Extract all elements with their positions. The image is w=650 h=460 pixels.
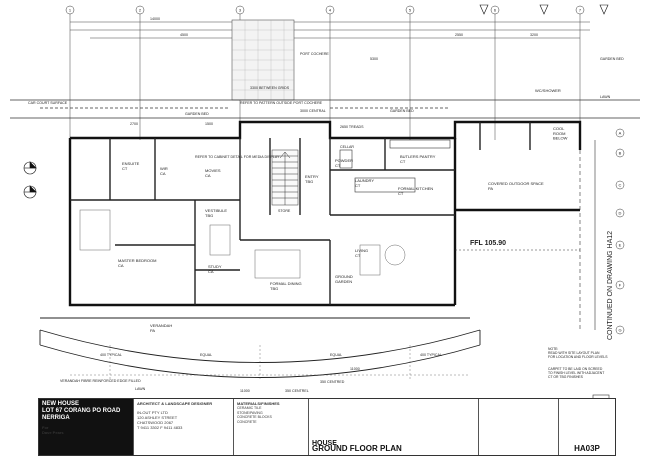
dim-400-typical-right: 400 TYPICAL xyxy=(420,353,442,357)
grid-letter: D xyxy=(619,211,622,216)
dim-350-centred: 350 CENTRED xyxy=(320,380,345,384)
drawing-title: GROUND FLOOR PLAN xyxy=(312,444,402,453)
grid-number: 7 xyxy=(579,8,582,13)
drawing-number: HA03P xyxy=(574,444,600,453)
room-cellar: CELLAR xyxy=(340,145,354,149)
designer-heading: ARCHITECT & LANDSCAPE DESIGNER xyxy=(137,401,213,406)
title-block: NEW HOUSE LOT 67 CORANG PO ROAD NERRIGA … xyxy=(38,398,616,456)
grid-number: 6 xyxy=(494,8,497,13)
dim-1500: 1500 xyxy=(205,122,213,126)
project-line-3: NERRIGA xyxy=(42,415,70,421)
note-refer-pattern: REFER TO PATTERN OUTSIDE PORT COCHERE xyxy=(240,101,323,105)
dim-3000-central: 3000 CENTRAL xyxy=(300,109,326,113)
legend-title: MATERIALS/FINISHES xyxy=(237,401,280,406)
project-line-2: LOT 67 CORANG PO ROAD xyxy=(42,408,121,414)
dim-2700: 2700 xyxy=(130,122,138,126)
grid-letter: G xyxy=(618,328,621,333)
dim-11000: 11000 xyxy=(240,389,250,393)
room-garden-bed-right: GARDEN BED xyxy=(600,57,624,61)
client-label: For xyxy=(42,425,49,430)
note-port-cochere: PORT COCHERE xyxy=(300,52,329,56)
note-treads: 2650 TREADS xyxy=(340,125,364,129)
continued-note: CONTINUED ON DRAWING HA12 xyxy=(607,231,614,340)
dim-11000-bottom: 11000 xyxy=(350,367,360,371)
grid-letter: F xyxy=(619,283,622,288)
note-media-cabinet: REFER TO CABINET DETAIL FOR MEDIA DISPLA… xyxy=(195,155,280,159)
designer-panel: ARCHITECT & LANDSCAPE DESIGNER IN-OUT PT… xyxy=(134,399,234,455)
room-garden-bed-left: GARDEN BED xyxy=(185,112,209,116)
note-verandah-edge: VERANDAH FIBRE REINFORCED EDGE FILLED xyxy=(60,379,141,383)
client-name: Dave Pears xyxy=(42,430,64,435)
dim-5300: 5300 xyxy=(370,57,378,61)
grid-number: 4 xyxy=(329,8,332,13)
grid-letter: A xyxy=(619,131,622,136)
grid-letter: C xyxy=(619,183,622,188)
stair xyxy=(271,149,299,206)
drawing-label: HOUSE xyxy=(312,440,337,447)
legend-item: CERAMIC TILE xyxy=(237,406,262,410)
legend-panel: MATERIALS/FINISHES CERAMIC TILE STONE/PA… xyxy=(234,399,309,455)
designer-name: IN-OUT PTY LTD xyxy=(137,410,168,415)
drawing-title-panel: HOUSE GROUND FLOOR PLAN xyxy=(309,399,479,455)
grid-number: 2 xyxy=(139,8,142,13)
legend-item: STONE/PAVING xyxy=(237,410,263,415)
room-lawn-bottom: LAWN xyxy=(135,387,146,391)
dim-4500: 4500 xyxy=(180,33,188,37)
port-cochere-paving xyxy=(231,19,295,101)
dim-equal-2: EQUAL xyxy=(330,353,342,357)
drawing-number-panel: HA03P xyxy=(559,399,615,455)
note-car-court-surface: CAR COURT SURFACE xyxy=(28,101,68,105)
grid-number: 5 xyxy=(409,8,412,13)
designer-addr-2: CHATSWOOD 2067 xyxy=(137,420,174,425)
interior-walls xyxy=(70,122,531,305)
dim-350-centrel: 350 CENTREL xyxy=(285,389,309,393)
dim-14000: 14000 xyxy=(150,17,160,21)
revision-panel xyxy=(479,399,559,455)
project-panel: NEW HOUSE LOT 67 CORANG PO ROAD NERRIGA … xyxy=(39,399,134,455)
legend-item: CONCRETE BLOCKS xyxy=(237,415,272,419)
dim-equal-1: EQUAL xyxy=(200,353,212,357)
room-garden-bed-mid: GARDEN BED xyxy=(390,109,414,113)
grid-letter: E xyxy=(619,243,622,248)
room-lawn-top: LAWN xyxy=(600,95,611,99)
grid-number: 1 xyxy=(69,8,72,13)
project-line-1: NEW HOUSE xyxy=(42,401,80,407)
designer-addr-1: 120 ASHLEY STREET xyxy=(137,415,178,420)
dim-3300-between-grids: 3300 BETWEEN GRIDS xyxy=(250,86,290,90)
grid-number: 3 xyxy=(239,8,242,13)
room-wc: WC/SHOWER xyxy=(535,88,561,93)
dim-2550: 2550 xyxy=(455,33,463,37)
legend-item: CONCRETE xyxy=(237,419,257,424)
room-store: STORE xyxy=(278,209,291,213)
ffl-label: FFL 105.90 xyxy=(470,240,506,247)
grid-letter: B xyxy=(619,151,622,156)
dim-400-typical-left: 400 TYPICAL xyxy=(100,353,122,357)
designer-phone: T 9411 3302 F 9411 4833 xyxy=(137,425,183,430)
section-marker-icon xyxy=(23,161,37,199)
dim-3200: 3200 xyxy=(530,33,538,37)
